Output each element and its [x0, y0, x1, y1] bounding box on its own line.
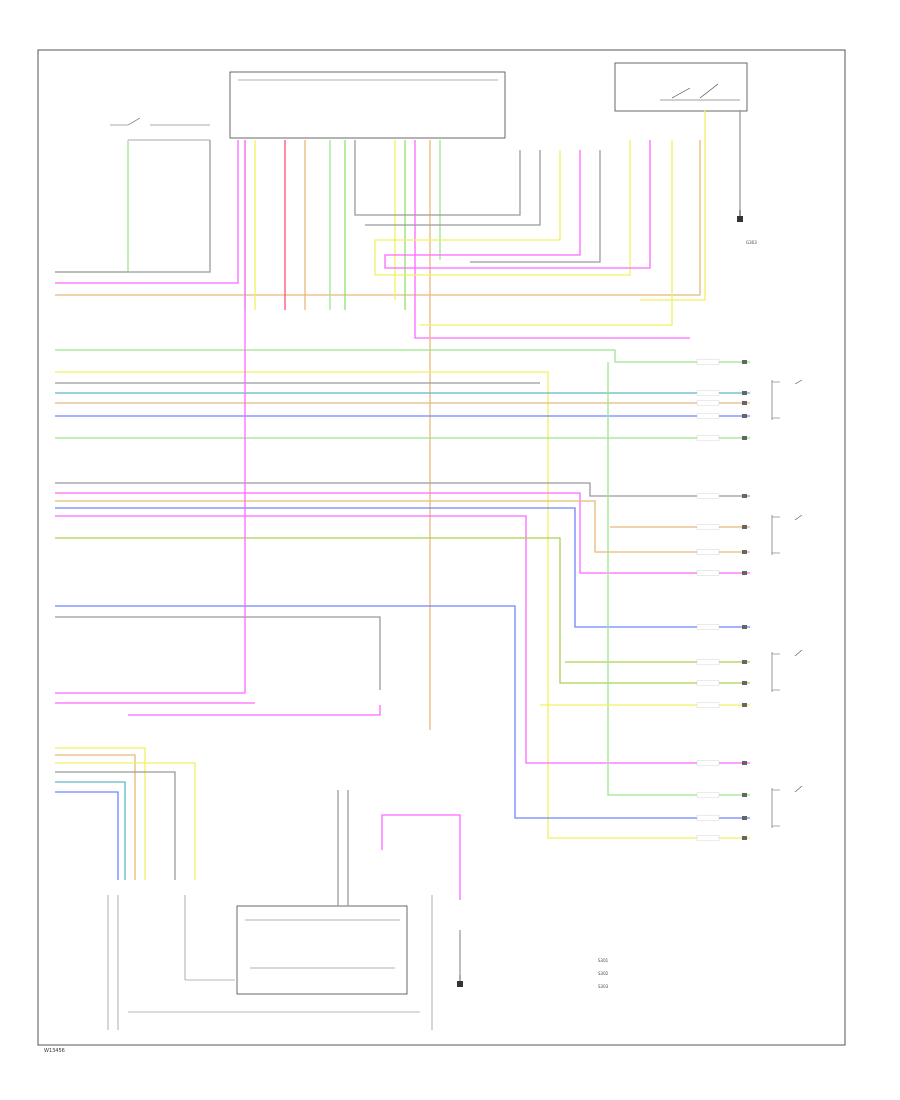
switch-top-left — [110, 117, 210, 141]
ground-label: G303 — [746, 240, 757, 245]
wire-label-box — [696, 659, 720, 665]
wire — [354, 140, 521, 216]
connector-pin — [742, 761, 747, 765]
connector-pins — [696, 359, 747, 841]
connector-pin — [742, 436, 747, 440]
switch-right-3 — [771, 649, 803, 692]
connector-pin — [742, 525, 747, 529]
wire-group — [55, 110, 750, 975]
diagram-border — [37, 49, 846, 1046]
wire — [55, 605, 750, 819]
connector-pin — [742, 816, 747, 820]
wire-label-box — [696, 624, 720, 630]
connector-pin — [742, 401, 747, 405]
wire — [55, 140, 246, 694]
wire — [640, 110, 706, 301]
wire — [420, 140, 673, 326]
wire-label-box — [696, 493, 720, 499]
wire-label-box — [696, 815, 720, 821]
wire — [55, 140, 701, 296]
wire-label-box — [696, 702, 720, 708]
connector-pin — [742, 571, 747, 575]
legend-splice-3: S303 — [598, 984, 609, 989]
ground-symbol — [457, 975, 463, 987]
bottom-left-stubs — [107, 895, 433, 1030]
wire-label-box — [696, 390, 720, 396]
footer-code: W13456 — [44, 1048, 65, 1054]
connector-pin — [742, 836, 747, 840]
wire — [55, 140, 211, 273]
wire — [381, 814, 461, 900]
connector-pin — [742, 681, 747, 685]
connector-pin — [742, 550, 747, 554]
ground-symbol — [737, 210, 743, 222]
wire — [55, 762, 196, 880]
connector-pin — [742, 660, 747, 664]
wire — [55, 781, 126, 880]
wire — [55, 747, 146, 880]
wire — [384, 140, 651, 269]
wire — [55, 791, 119, 880]
wire-label-box — [696, 549, 720, 555]
wire — [55, 616, 381, 690]
legend-splice-2: S302 — [598, 971, 609, 976]
wire — [55, 482, 750, 497]
wire — [55, 140, 239, 284]
connector-pin — [742, 391, 747, 395]
connector-pin — [742, 703, 747, 707]
wire-label-box — [696, 835, 720, 841]
connector-pin — [742, 625, 747, 629]
module-connector-block — [229, 71, 506, 139]
connector-pin — [742, 793, 747, 797]
wire — [470, 150, 601, 263]
switch-right-1 — [771, 379, 803, 420]
wire — [374, 140, 631, 276]
wire-label-box — [696, 400, 720, 406]
wire-label-box — [696, 435, 720, 441]
wire-label-box — [696, 570, 720, 576]
connector-pin — [742, 414, 747, 418]
wire — [55, 140, 129, 273]
wire — [55, 500, 750, 553]
wire-label-box — [696, 413, 720, 419]
wire — [55, 754, 136, 880]
wire — [55, 771, 176, 880]
switch-right-2 — [771, 514, 803, 555]
wire — [365, 150, 541, 226]
connector-pin — [742, 494, 747, 498]
wire-label-box — [696, 680, 720, 686]
switch-right-4 — [771, 785, 803, 828]
wire — [55, 371, 750, 839]
wire — [128, 705, 381, 716]
connector-bottom-block — [236, 905, 408, 995]
connector-pin — [742, 360, 747, 364]
legend-splice-1: S301 — [598, 958, 609, 963]
wire — [414, 140, 690, 339]
wire-label-box — [696, 524, 720, 530]
wire-label-box — [696, 760, 720, 766]
wire-label-box — [696, 359, 720, 365]
wire — [607, 362, 750, 796]
wire — [55, 492, 750, 574]
wire-label-box — [696, 792, 720, 798]
wire — [55, 537, 750, 684]
relay-block-top-right — [614, 62, 748, 112]
wire — [55, 507, 750, 628]
wire — [55, 349, 750, 363]
wire — [55, 515, 750, 764]
